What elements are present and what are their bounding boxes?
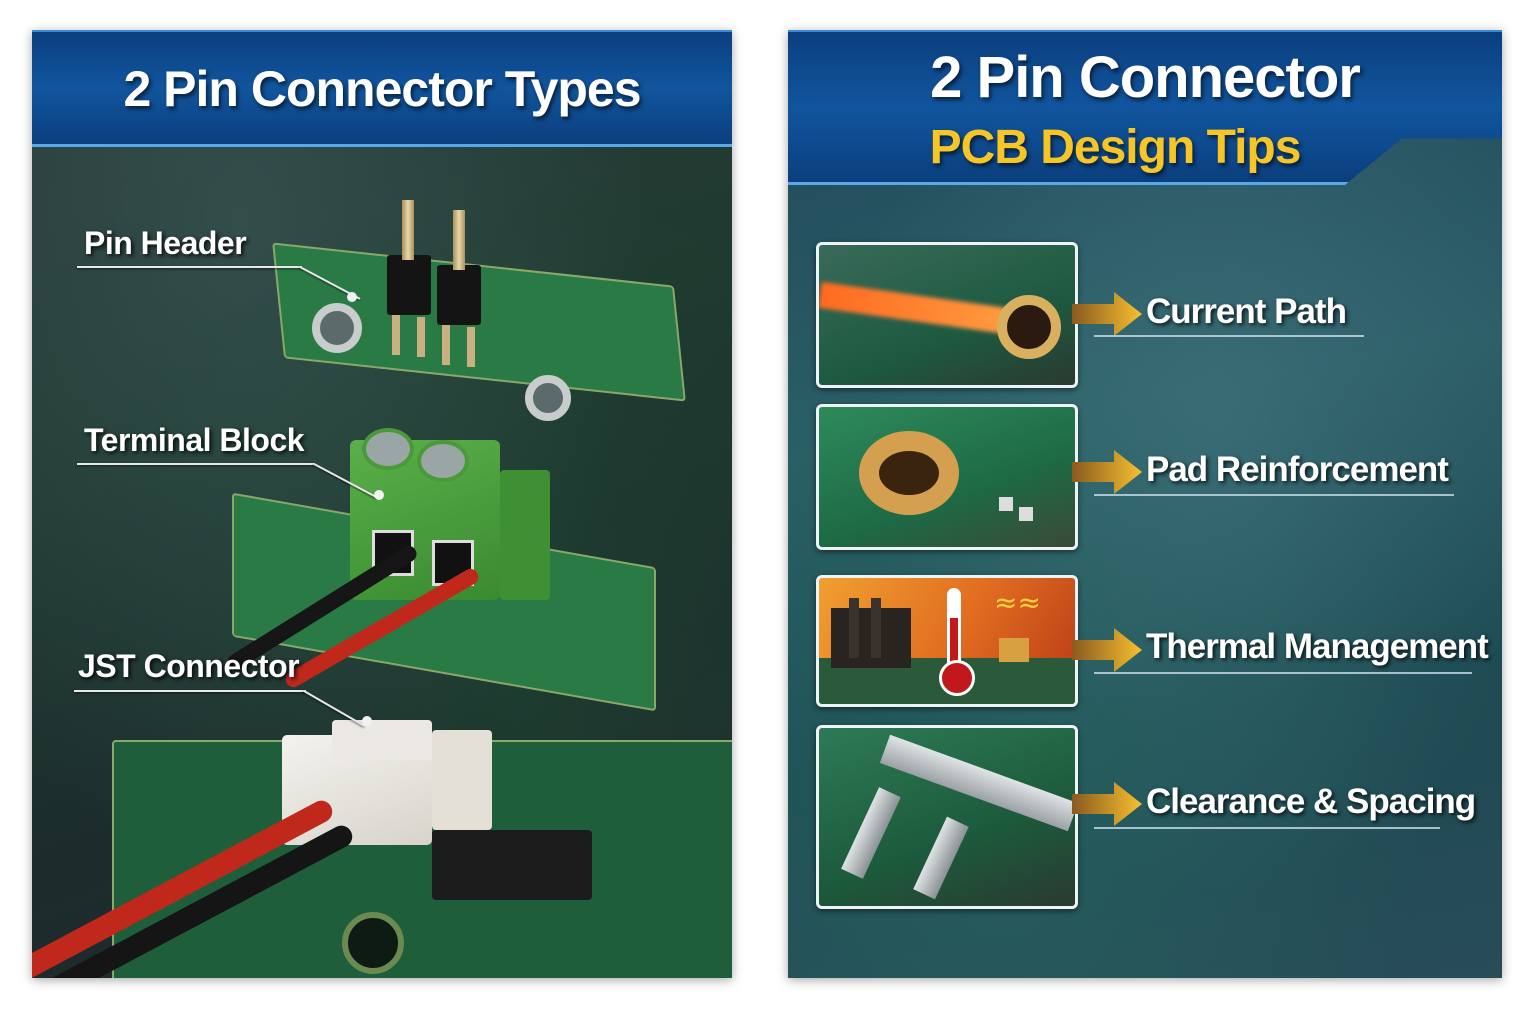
arrow-right-icon xyxy=(1072,628,1142,672)
divider xyxy=(1094,335,1364,337)
divider xyxy=(1094,494,1454,496)
arrow-right-icon xyxy=(1072,450,1142,494)
leader-dot xyxy=(374,490,384,500)
leader-line xyxy=(77,463,315,465)
tip-clearance-spacing: Clearance & Spacing xyxy=(1146,782,1476,821)
pin-header-image xyxy=(267,195,687,435)
divider xyxy=(1094,672,1472,674)
tip-thermal-management: Thermal Management xyxy=(1146,627,1489,666)
thermal-management-image: ≈≈ xyxy=(816,575,1078,707)
panel-title: 2 Pin Connector xyxy=(930,45,1361,110)
label-jst-connector: JST Connector xyxy=(78,648,300,684)
title-banner: 2 Pin Connector Types xyxy=(32,30,732,147)
arrow-right-icon xyxy=(1072,782,1142,826)
current-path-image xyxy=(816,242,1078,388)
jst-connector-image xyxy=(32,680,732,978)
leader-line xyxy=(74,690,306,692)
connector-types-panel: 2 Pin Connector Types Pin Header Termina… xyxy=(32,30,732,978)
title-banner: 2 Pin Connector PCB Design Tips xyxy=(788,30,1502,185)
arrow-right-icon xyxy=(1072,292,1142,336)
panel-subtitle: PCB Design Tips xyxy=(929,121,1302,174)
design-tips-panel: 2 Pin Connector PCB Design Tips Current … xyxy=(788,30,1502,978)
leader-dot xyxy=(362,716,372,726)
terminal-block-image xyxy=(224,420,656,712)
label-pin-header: Pin Header xyxy=(84,225,247,261)
panel-title: 2 Pin Connector Types xyxy=(123,61,641,117)
tip-pad-reinforcement: Pad Reinforcement xyxy=(1146,450,1449,489)
divider xyxy=(1094,827,1440,829)
tip-current-path: Current Path xyxy=(1146,292,1347,331)
label-terminal-block: Terminal Block xyxy=(84,422,305,458)
pad-reinforcement-image xyxy=(816,404,1078,550)
heat-waves-icon: ≈≈ xyxy=(994,586,1041,619)
leader-dot xyxy=(347,292,357,302)
leader-line xyxy=(77,266,302,268)
clearance-spacing-image xyxy=(816,725,1078,909)
